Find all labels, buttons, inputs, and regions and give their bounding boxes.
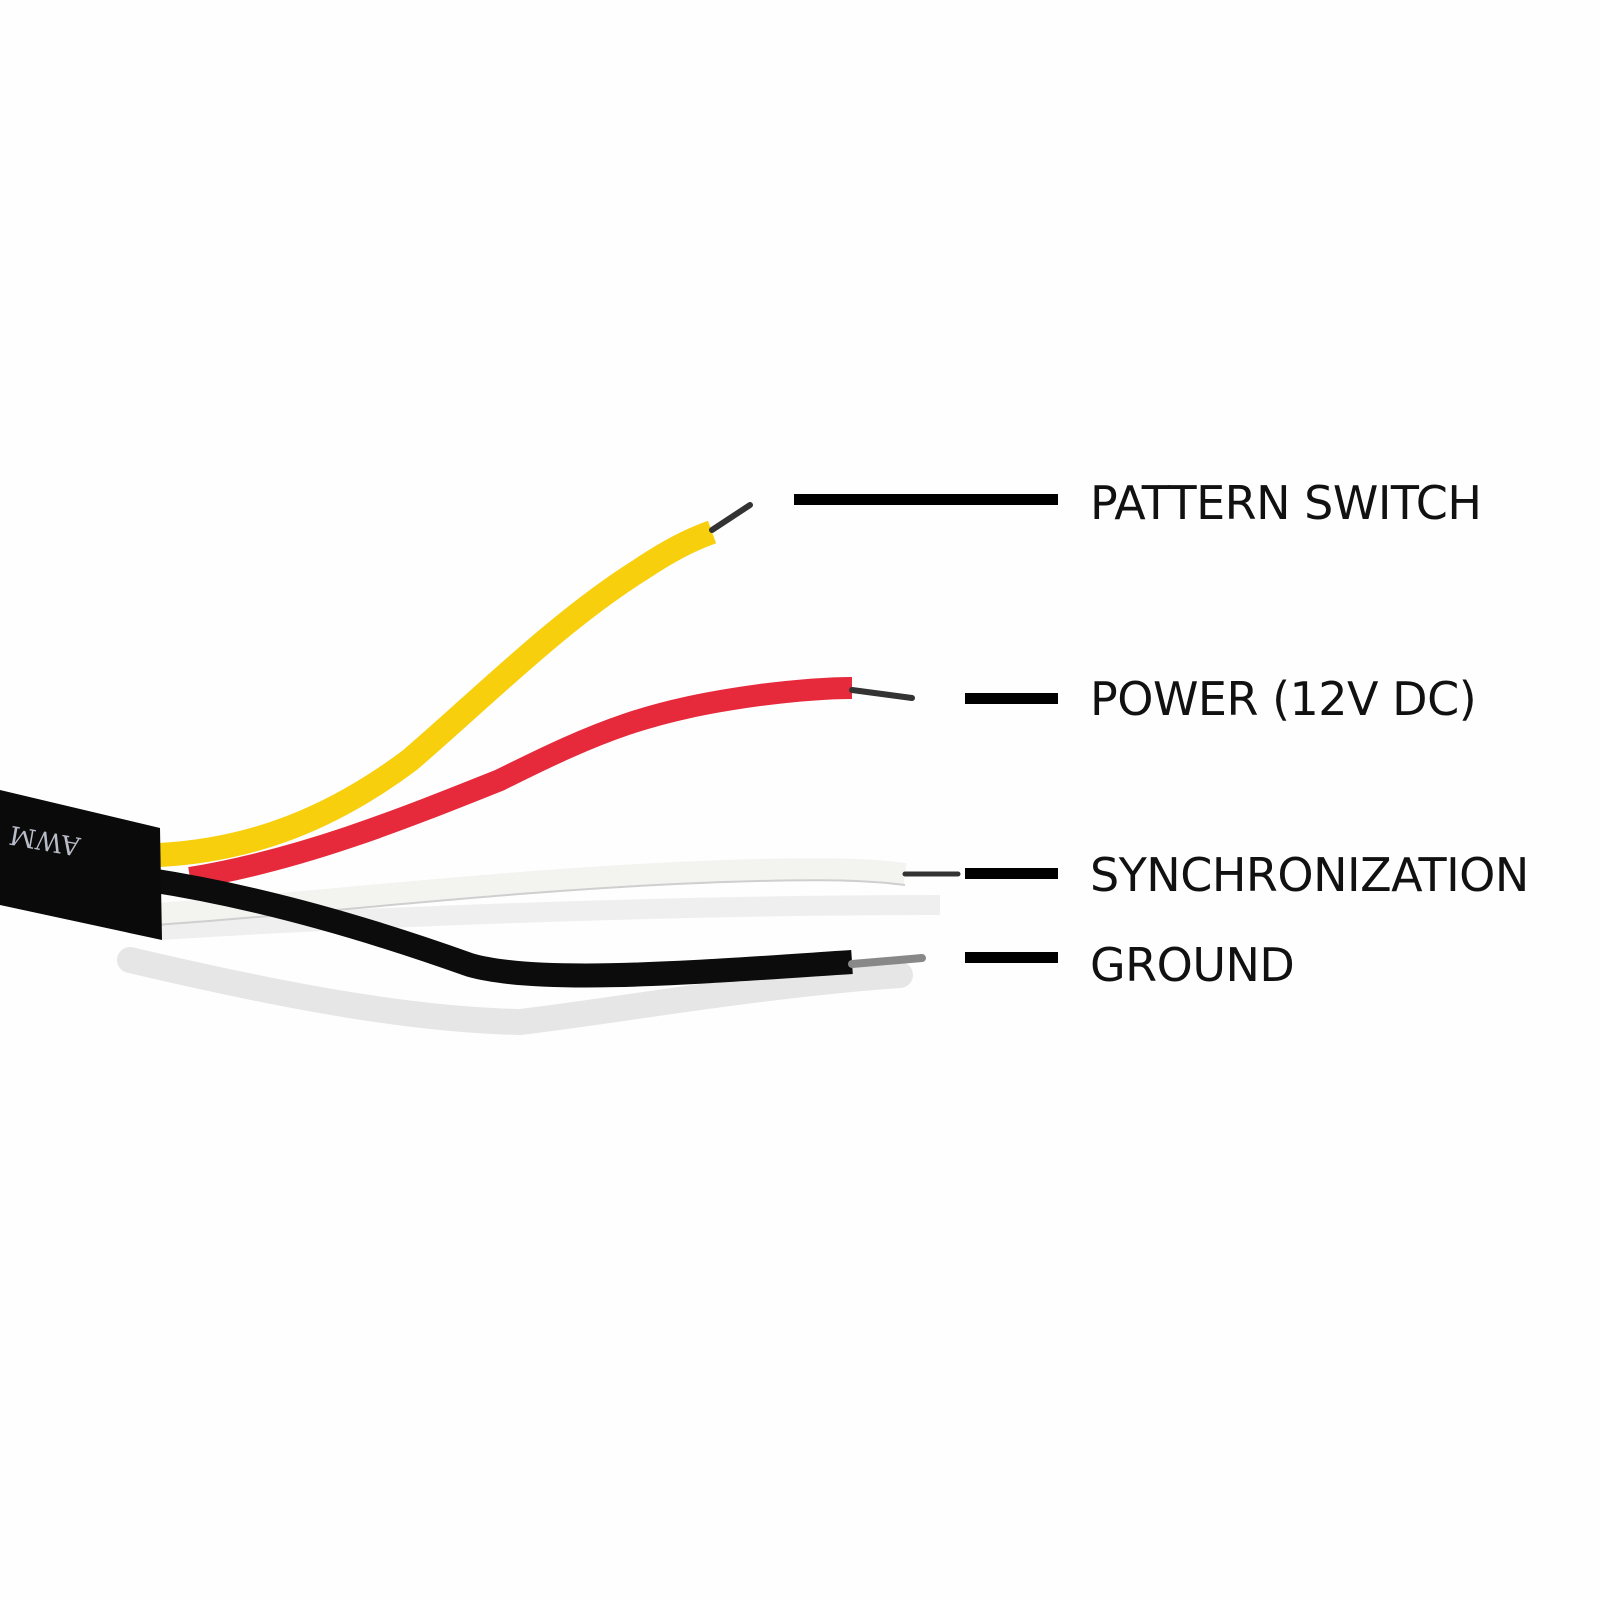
label-ground: GROUND: [1090, 938, 1295, 992]
label-power: POWER (12V DC): [1090, 672, 1477, 726]
label-pattern-switch: PATTERN SWITCH: [1090, 476, 1482, 530]
yellow-wire-tip: [709, 502, 753, 533]
leader-line-ground: [965, 952, 1058, 963]
black-wire-tip: [848, 954, 926, 968]
yellow-wire: [159, 520, 717, 867]
cable-jacket: [0, 790, 162, 940]
leader-line-pattern-switch: [794, 494, 1058, 505]
red-wire: [188, 677, 853, 889]
leader-line-synchronization: [965, 868, 1058, 879]
red-wire-tip: [849, 687, 915, 701]
wire-shadow: [117, 947, 913, 1036]
wire-shadow: [159, 895, 941, 940]
black-wire: [148, 868, 853, 988]
leader-line-power: [965, 693, 1058, 704]
label-synchronization: SYNCHRONIZATION: [1090, 848, 1529, 902]
